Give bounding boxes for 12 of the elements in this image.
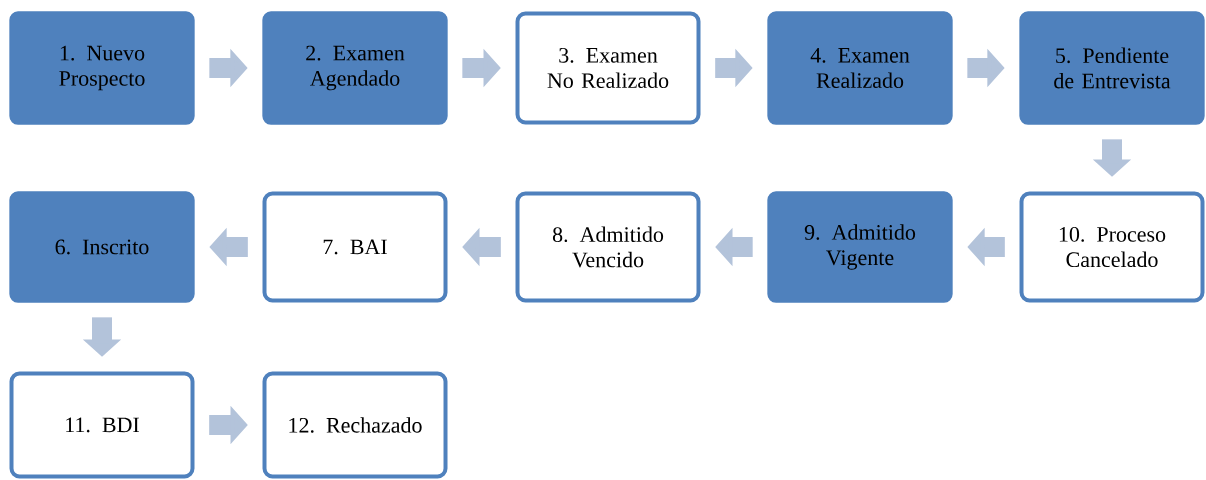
status-box: 3. Examen No Realizado <box>515 11 701 125</box>
status-box: 9. Admitido Vigente <box>767 191 953 303</box>
status-box: 1. Nuevo Prospecto <box>9 11 195 125</box>
status-box: 2. Examen Agendado <box>262 11 448 125</box>
status-box: 12. Rechazado <box>262 371 448 479</box>
status-box: 11. BDI <box>9 371 195 479</box>
status-box: 8. Admitido Vencido <box>515 191 701 303</box>
status-box: 6. Inscrito <box>9 191 195 303</box>
status-box: 10. Proceso Cancelado <box>1019 191 1205 303</box>
status-box: 7. BAI <box>262 191 448 303</box>
status-box: 5. Pendiente de Entrevista <box>1019 11 1205 125</box>
status-box: 4. Examen Realizado <box>767 11 953 125</box>
